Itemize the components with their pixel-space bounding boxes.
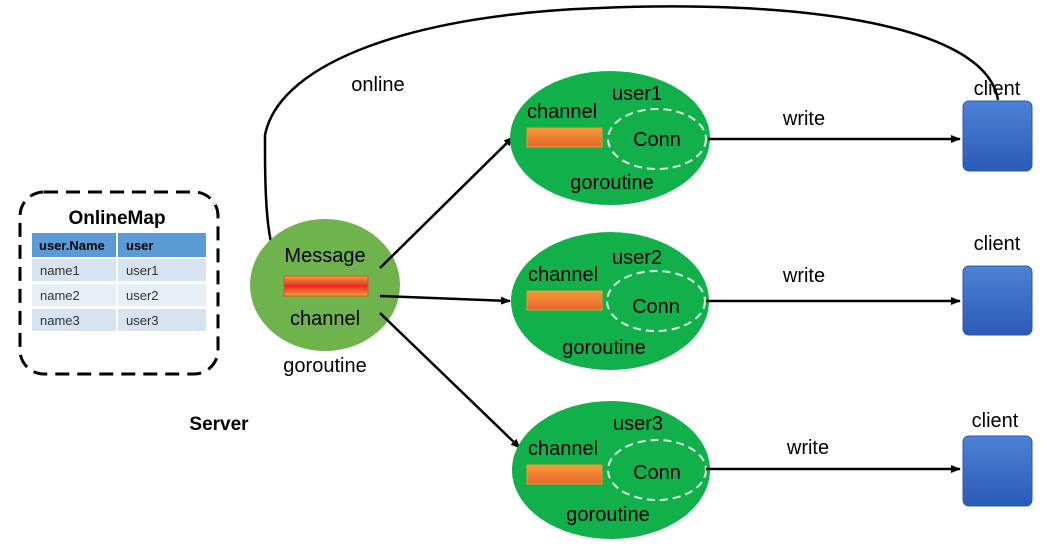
table-cell: user2 xyxy=(126,288,159,303)
user-channel-label: channel xyxy=(528,264,598,286)
arrow-to-user3 xyxy=(379,312,521,449)
online-map: OnlineMap user.Name user name1 user1 nam… xyxy=(18,190,220,376)
user-goroutine-label: goroutine xyxy=(570,172,653,194)
table-row xyxy=(118,284,206,306)
user-channel-bar xyxy=(526,127,603,148)
user-channel-label: channel xyxy=(528,438,598,460)
client-label-3: client xyxy=(972,410,1019,432)
conn-label: Conn xyxy=(632,296,680,318)
client-label-2: client xyxy=(974,233,1021,255)
server-label: Server xyxy=(189,414,249,435)
write-label-3: write xyxy=(786,437,829,459)
write-label-2: write xyxy=(782,265,825,287)
user-channel-bar xyxy=(526,464,603,485)
table-cell: name1 xyxy=(40,263,80,278)
conn-ellipse xyxy=(606,270,706,332)
online-map-title: OnlineMap xyxy=(68,208,165,229)
table-cell: user1 xyxy=(126,263,159,278)
user-goroutine-label: goroutine xyxy=(566,504,649,526)
table-cell: user3 xyxy=(126,313,159,328)
user-ellipse xyxy=(512,401,710,539)
table-row xyxy=(32,309,116,331)
user-channel-label: channel xyxy=(527,101,597,123)
arrow-to-user2 xyxy=(379,294,511,305)
table-cell: name3 xyxy=(40,313,80,328)
user-goroutine-1: user1 channel Conn goroutine xyxy=(510,71,710,205)
online-map-border xyxy=(18,190,220,376)
table-header-name: user.Name xyxy=(39,238,105,253)
user-name: user1 xyxy=(612,83,662,105)
table-header-bg xyxy=(32,233,206,257)
arrow-to-user1 xyxy=(379,136,514,269)
conn-ellipse xyxy=(607,108,707,170)
conn-label: Conn xyxy=(633,462,681,484)
message-goroutine-label: goroutine xyxy=(283,355,366,377)
user-goroutine-2: user2 channel Conn goroutine xyxy=(511,232,709,370)
user-ellipse xyxy=(510,71,710,205)
table-row xyxy=(118,259,206,281)
online-arrow xyxy=(263,5,1000,273)
user-channel-bar xyxy=(526,290,603,311)
user-name: user3 xyxy=(613,413,663,435)
client-label-1: client xyxy=(974,78,1021,100)
table-row xyxy=(118,309,206,331)
user-goroutine-label: goroutine xyxy=(562,337,645,359)
message-channel-bar xyxy=(283,275,369,297)
user-goroutine-3: user3 channel Conn goroutine xyxy=(512,401,710,539)
table-header-user: user xyxy=(126,238,153,253)
table-row xyxy=(32,259,116,281)
client-box-3 xyxy=(962,435,1033,507)
write-label-1: write xyxy=(782,108,825,130)
message-channel-label: channel xyxy=(290,308,360,330)
message-title: Message xyxy=(284,245,365,267)
table-cell: name2 xyxy=(40,288,80,303)
user-name: user2 xyxy=(612,247,662,269)
message-goroutine: Message channel xyxy=(250,219,400,351)
table-row xyxy=(32,284,116,306)
conn-label: Conn xyxy=(633,129,681,151)
user-ellipse xyxy=(511,232,709,370)
online-label: online xyxy=(351,74,404,96)
client-box-1 xyxy=(962,100,1033,172)
client-box-2 xyxy=(962,265,1033,336)
